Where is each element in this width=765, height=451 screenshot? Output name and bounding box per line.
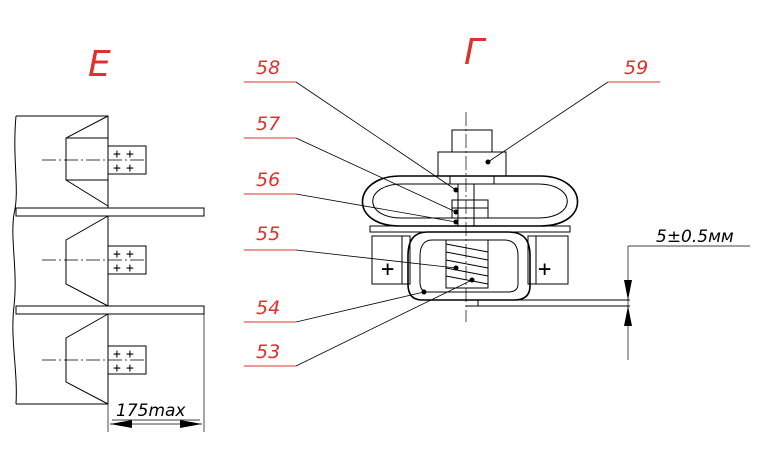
svg-text:+: + <box>126 361 134 376</box>
bracket-2 <box>42 215 147 307</box>
bracket-3 <box>42 313 147 405</box>
svg-text:+: + <box>381 257 394 282</box>
view-g: Г + + <box>361 32 750 360</box>
base-plate <box>369 225 571 233</box>
svg-text:+: + <box>113 147 121 162</box>
svg-text:+: + <box>126 147 134 162</box>
dimension-offset: 5±0.5мм <box>624 227 750 360</box>
side-block-right: + <box>527 235 569 285</box>
spring-55 <box>445 239 489 289</box>
bolt-head <box>451 129 493 153</box>
svg-text:53: 53 <box>256 341 280 363</box>
svg-text:+: + <box>538 257 551 282</box>
side-block-left: + <box>371 235 411 285</box>
callout-53: 53 <box>244 279 473 367</box>
svg-text:+: + <box>113 261 121 276</box>
svg-text:57: 57 <box>256 113 280 135</box>
svg-text:58: 58 <box>256 57 280 79</box>
svg-text:59: 59 <box>624 57 648 79</box>
svg-text:+: + <box>126 347 134 362</box>
washer-56 <box>451 207 489 219</box>
view-e: Е + <box>12 44 205 432</box>
svg-text:+: + <box>126 161 134 176</box>
washer-57 <box>451 199 489 209</box>
svg-text:+: + <box>126 247 134 262</box>
bolt-marks: ++ ++ ++ ++ ++ ++ <box>113 147 134 376</box>
plate-2 <box>15 305 205 315</box>
break-line <box>12 115 17 405</box>
svg-text:+: + <box>113 247 121 262</box>
plate-1 <box>15 207 205 217</box>
dimension-175max: 175max <box>107 314 205 432</box>
bracket-1 <box>42 115 147 207</box>
callout-55: 55 <box>244 223 457 269</box>
svg-text:+: + <box>126 261 134 276</box>
callout-59: 59 <box>487 57 660 163</box>
svg-text:+: + <box>113 361 121 376</box>
svg-text:55: 55 <box>256 223 280 245</box>
dimension-175max-label: 175max <box>116 401 186 421</box>
svg-text:54: 54 <box>256 297 280 319</box>
view-e-title: Е <box>88 44 111 85</box>
dimension-offset-label: 5±0.5мм <box>656 227 734 247</box>
svg-text:56: 56 <box>256 169 280 191</box>
callout-57: 57 <box>244 113 457 213</box>
svg-text:+: + <box>113 347 121 362</box>
svg-text:+: + <box>113 161 121 176</box>
callout-56: 56 <box>244 169 457 223</box>
callout-58: 58 <box>244 57 457 191</box>
callout-54: 54 <box>244 291 425 323</box>
nut <box>437 151 507 177</box>
view-g-title: Г <box>464 32 487 73</box>
